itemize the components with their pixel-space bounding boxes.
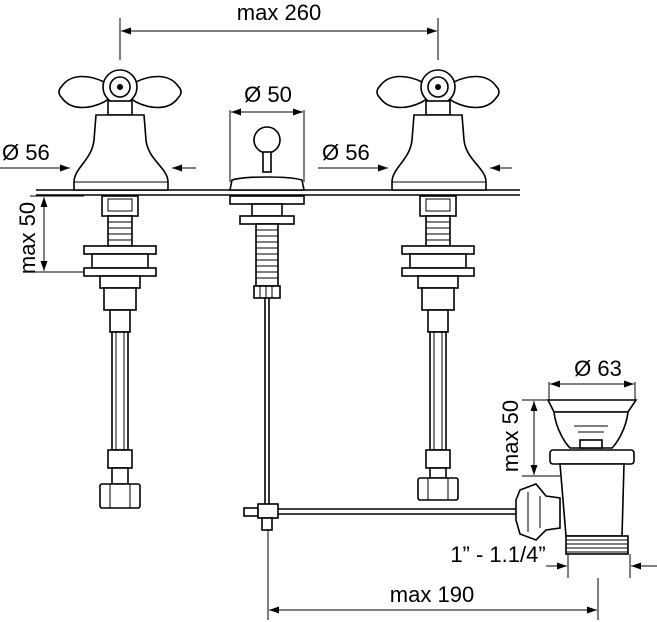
diameter-left-label: Ø 56 (2, 140, 50, 165)
drain-thread (566, 539, 628, 553)
dimension-diameter-center: Ø 50 (229, 82, 305, 182)
width-total-label: max 260 (237, 0, 321, 25)
dimension-height-left: max 50 (15, 195, 84, 274)
height-left-label: max 50 (15, 202, 40, 274)
linkage-rod (243, 503, 520, 531)
center-thread (256, 229, 278, 279)
dimension-diameter-right: Ø 56 (318, 140, 512, 172)
left-tap (58, 69, 182, 509)
center-popup-control (229, 126, 305, 506)
height-drain-label: max 50 (498, 400, 523, 472)
dimension-diameter-drain: Ø 63 (548, 356, 636, 400)
dimension-width-total: max 260 (119, 0, 439, 60)
diameter-drain-label: Ø 63 (574, 356, 622, 381)
thread-label: 1” - 1.1/4” (450, 542, 545, 567)
dimension-height-drain: max 50 (498, 399, 560, 477)
dimension-depth-rod: max 190 (267, 530, 599, 620)
dimension-diameter-left: Ø 56 (0, 140, 196, 172)
drain-assembly (515, 399, 638, 555)
right-thread (426, 221, 450, 241)
diameter-center-label: Ø 50 (244, 82, 292, 107)
left-thread (108, 221, 132, 241)
right-tap (376, 69, 500, 501)
diameter-right-label: Ø 56 (322, 140, 370, 165)
dimension-thread: 1” - 1.1/4” (450, 542, 657, 578)
depth-rod-label: max 190 (390, 582, 474, 607)
